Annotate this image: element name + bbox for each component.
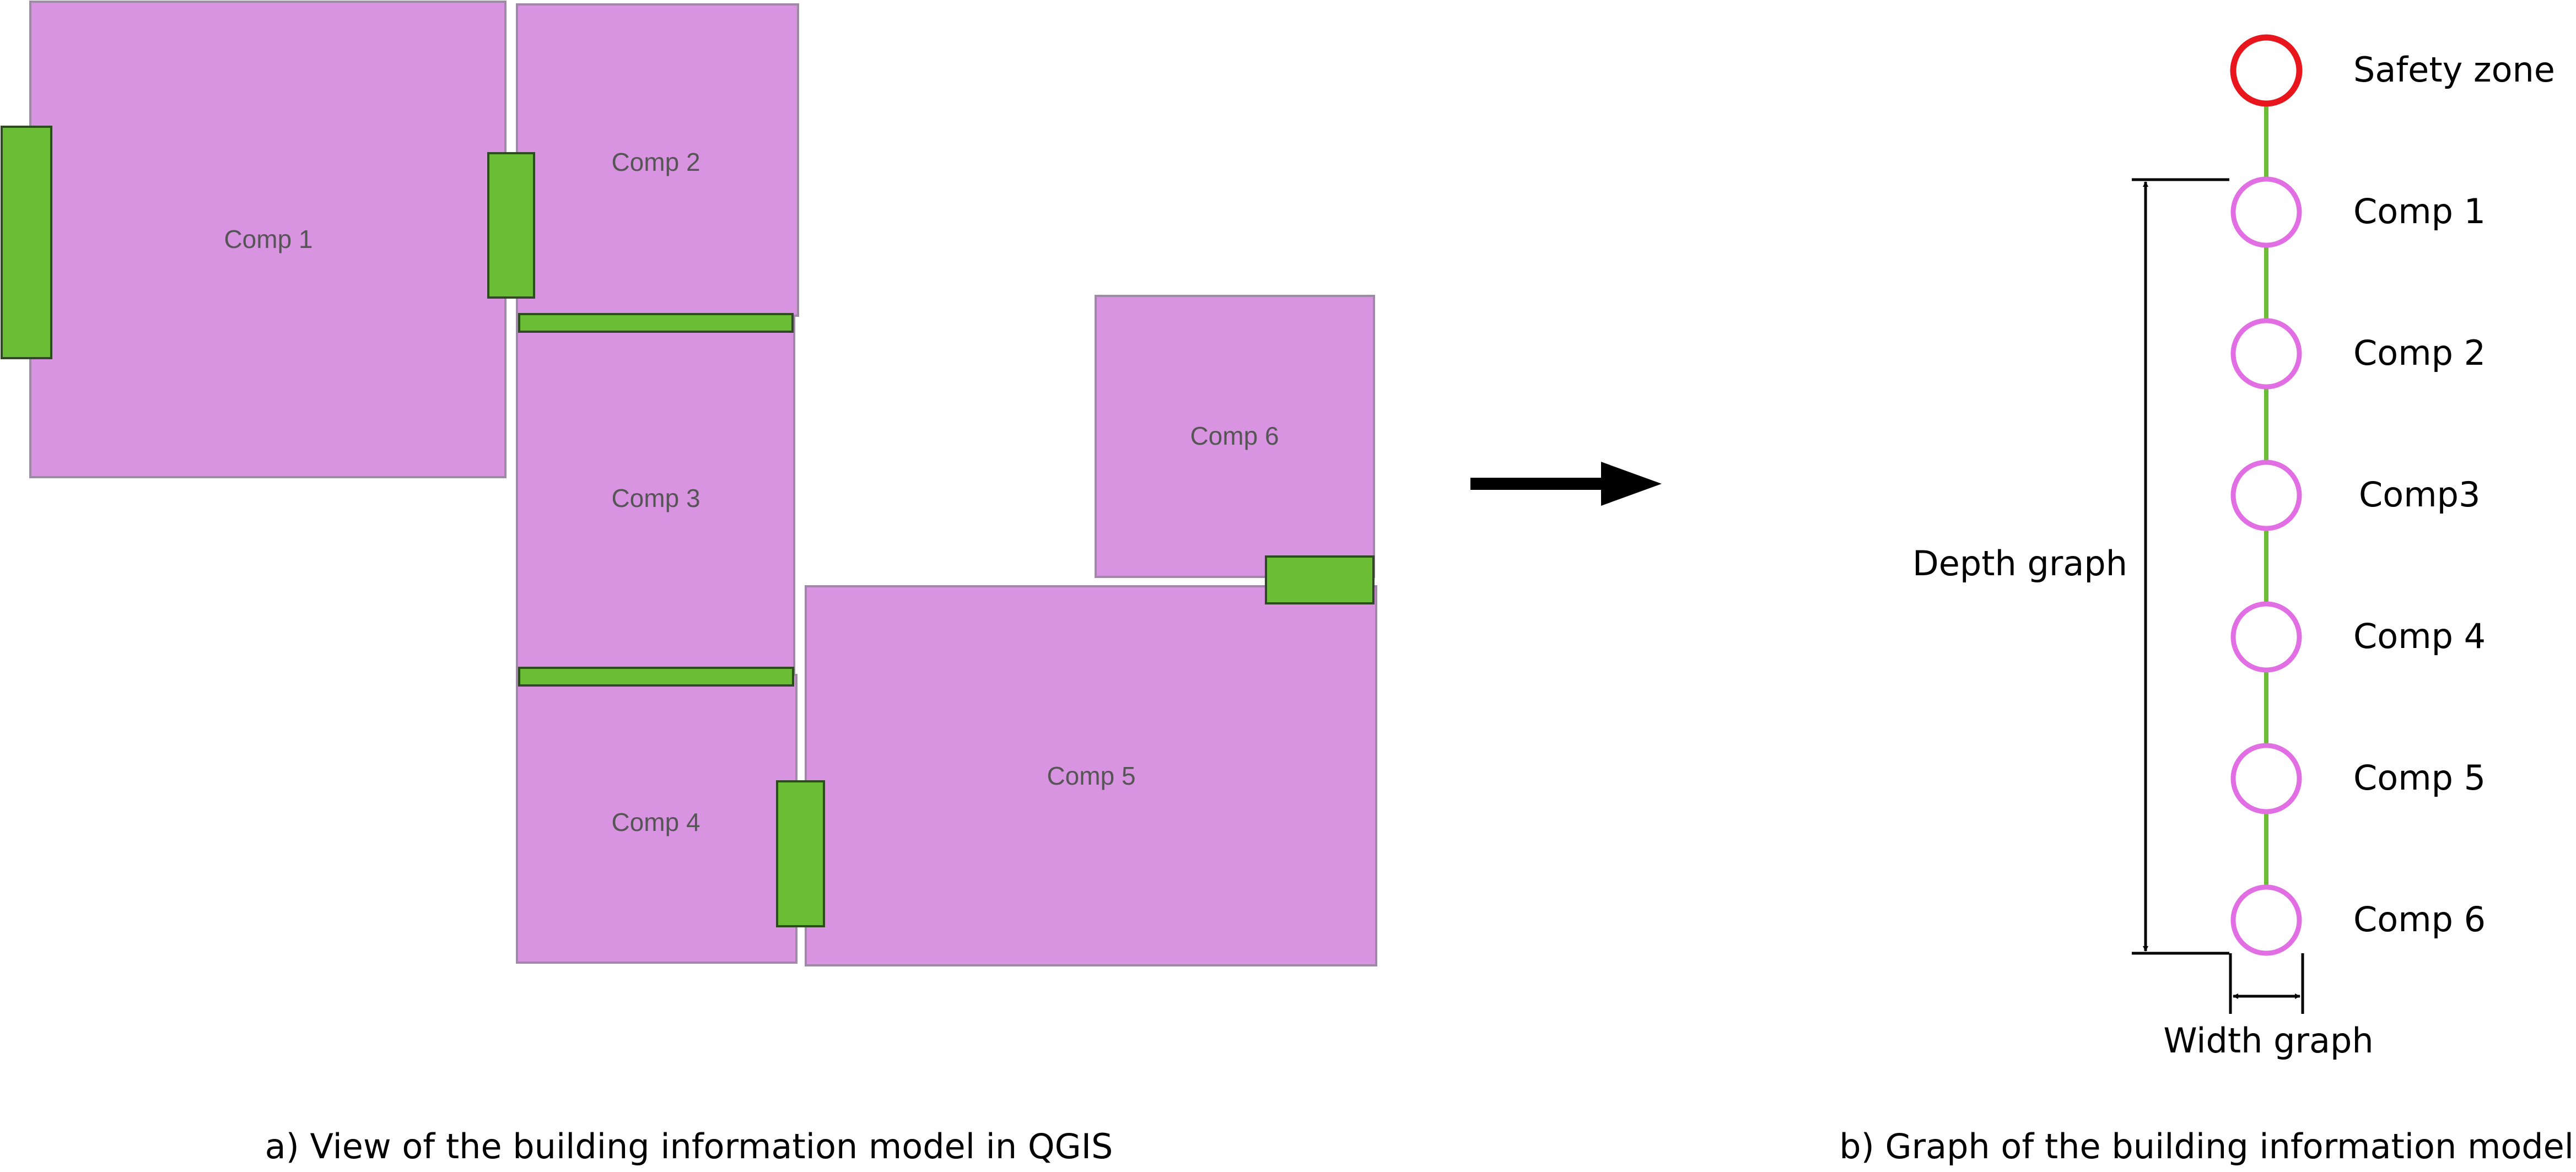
node-label-comp1: Comp 1 [2353,191,2486,231]
graph-node [2230,460,2302,531]
door-comp1-exit [1,126,52,359]
caption-right: b) Graph of the building information mod… [1839,1126,2574,1166]
node-label-comp4: Comp 4 [2353,616,2486,656]
graph: Safety zone Comp 1 Comp 2 Comp3 Comp 4 C… [1912,34,2555,1061]
room-comp1 [29,1,506,478]
node-label-comp5: Comp 5 [2353,758,2486,798]
width-dimension: Width graph [2163,953,2374,1061]
room-comp2 [516,3,799,317]
width-graph-label: Width graph [2163,1020,2373,1061]
depth-dimension: Depth graph [1912,178,2229,955]
graph-node [2230,743,2302,814]
room-label-comp1: Comp 1 [224,225,312,253]
depth-graph-label: Depth graph [1912,543,2127,584]
node-label-comp6: Comp 6 [2353,899,2486,939]
node-label-comp2: Comp 2 [2353,333,2486,373]
room-label-comp4: Comp 4 [611,808,700,836]
door-comp3-comp4 [518,667,794,687]
graph-node [2230,884,2302,956]
room-label-comp3: Comp 3 [611,484,700,512]
door-comp4-comp5 [776,780,825,927]
room-comp4 [516,674,797,964]
safety-zone-node [2230,34,2303,107]
door-comp2-comp3 [518,313,794,333]
door-comp1-comp2 [487,152,535,299]
graph-node [2230,318,2302,390]
transform-arrow [1470,462,1662,506]
room-label-comp6: Comp 6 [1190,422,1279,450]
node-label-safety-zone: Safety zone [2353,50,2555,90]
door-comp5-comp6 [1265,555,1375,604]
graph-nodes [2230,34,2303,956]
graph-node [2230,601,2302,673]
room-comp5 [805,585,1377,966]
graph-node [2230,176,2302,248]
building-model: Comp 1 Comp 2 Comp 3 Comp 4 Comp 5 Comp … [1,1,1377,966]
caption-left: a) View of the building information mode… [265,1126,1113,1166]
room-label-comp2: Comp 2 [611,148,700,176]
room-comp6 [1095,295,1375,578]
node-label-comp3: Comp3 [2359,474,2480,515]
room-label-comp5: Comp 5 [1047,761,1135,790]
